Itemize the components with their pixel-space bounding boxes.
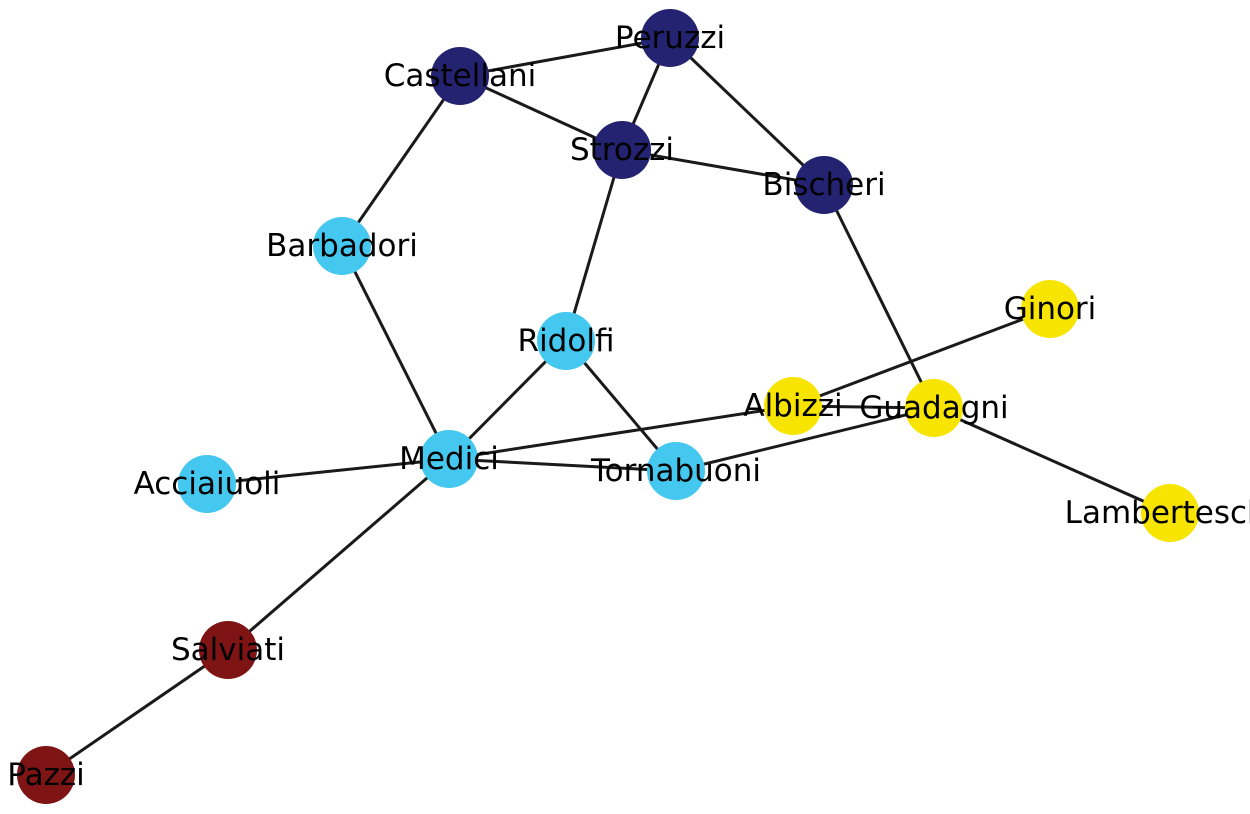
edge-tornabuoni-guadagni [675, 406, 935, 473]
node-ginori [1021, 280, 1079, 338]
edge-guadagni-lamberteschi [933, 406, 1171, 515]
node-tornabuoni [647, 442, 705, 500]
edge-medici-salviati [227, 457, 450, 652]
edge-medici-tornabuoni [448, 457, 677, 473]
node-salviati [199, 621, 257, 679]
node-label-acciaiuoli: Acciaiuoli [134, 466, 281, 502]
edge-albizzi-ginori [792, 307, 1051, 408]
node-label-lamberteschi: Lamberteschi [1065, 495, 1250, 531]
node-label-salviati: Salviati [171, 632, 285, 668]
node-label-guadagni: Guadagni [859, 390, 1008, 426]
edge-castellani-strozzi [459, 74, 623, 152]
node-pazzi [17, 746, 75, 804]
node-barbadori [313, 217, 371, 275]
node-label-castellani: Castellani [384, 58, 537, 94]
nodes-layer [17, 9, 1199, 804]
edge-barbadori-medici [340, 245, 451, 460]
edge-castellani-barbadori [340, 75, 462, 247]
edge-medici-acciaiuoli [206, 457, 450, 486]
node-label-ginori: Ginori [1004, 291, 1097, 327]
node-strozzi [593, 121, 651, 179]
node-label-peruzzi: Peruzzi [615, 20, 725, 56]
edge-bischeri-guadagni [822, 184, 936, 409]
node-acciaiuoli [178, 455, 236, 513]
node-label-strozzi: Strozzi [570, 132, 674, 168]
node-albizzi [764, 377, 822, 435]
node-lamberteschi [1141, 484, 1199, 542]
node-label-pazzi: Pazzi [7, 757, 84, 793]
node-ridolfi [537, 312, 595, 370]
node-castellani [431, 47, 489, 105]
node-peruzzi [641, 9, 699, 67]
node-guadagni [905, 379, 963, 437]
edge-strozzi-ridolfi [564, 149, 624, 342]
edge-castellani-peruzzi [459, 36, 671, 78]
edge-peruzzi-bischeri [668, 36, 826, 187]
edge-medici-albizzi [448, 404, 794, 461]
node-bischeri [795, 156, 853, 214]
node-label-tornabuoni: Tornabuoni [590, 453, 761, 489]
node-label-albizzi: Albizzi [743, 388, 842, 424]
edge-salviati-pazzi [45, 648, 229, 777]
node-label-barbadori: Barbadori [266, 228, 418, 264]
edge-strozzi-bischeri [621, 148, 825, 187]
node-label-bischeri: Bischeri [762, 167, 885, 203]
labels-layer: PeruzziCastellaniStrozziBischeriBarbador… [7, 20, 1250, 793]
node-label-medici: Medici [399, 441, 499, 477]
node-label-ridolfi: Ridolfi [518, 323, 615, 359]
node-medici [420, 430, 478, 488]
